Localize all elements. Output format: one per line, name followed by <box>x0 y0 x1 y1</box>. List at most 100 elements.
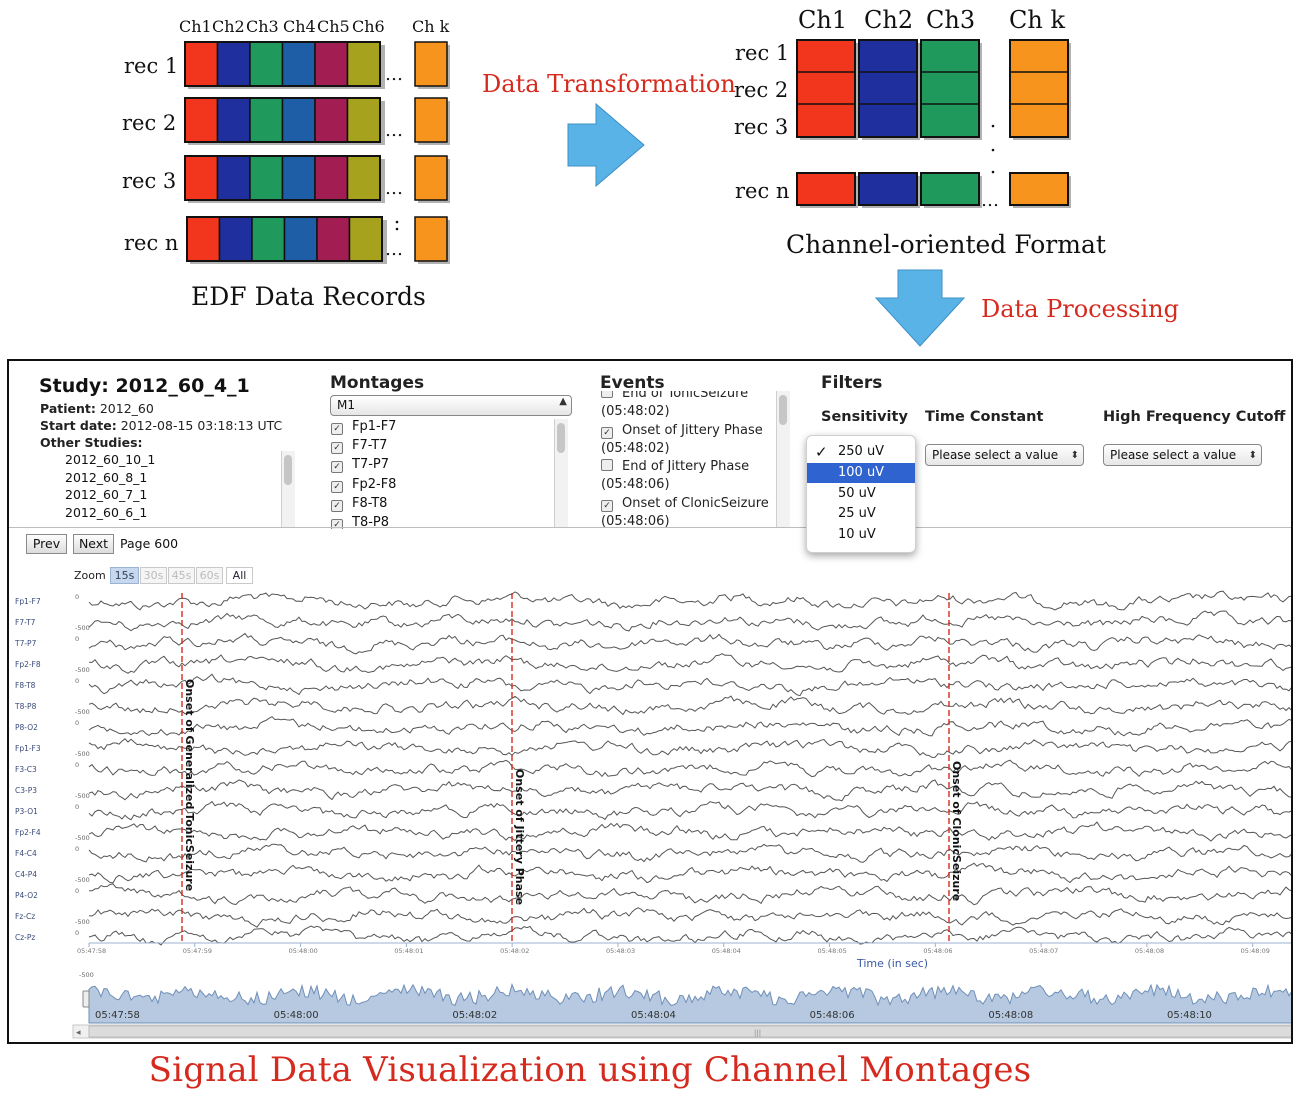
time-constant-select[interactable]: Please select a value⬍ <box>925 444 1084 466</box>
checkbox-checked-icon[interactable]: ✓ <box>331 499 343 512</box>
other-studies-list[interactable]: 2012_60_10_1 2012_60_8_1 2012_60_7_1 201… <box>65 451 285 527</box>
channel-cell <box>249 97 284 143</box>
channel-label: Fp1-F3 <box>15 744 41 753</box>
eeg-trace <box>88 843 1291 863</box>
study-link[interactable]: 2012_60_6_1 <box>65 504 148 520</box>
checkbox-icon[interactable] <box>601 391 613 398</box>
studies-scrollbar[interactable] <box>281 451 295 527</box>
channel-cell <box>314 97 349 143</box>
checkbox-checked-icon[interactable]: ✓ <box>601 499 613 512</box>
eeg-trace <box>88 653 1291 674</box>
event-item[interactable]: End of TonicSeizure <box>601 391 776 403</box>
sensitivity-dropdown[interactable]: ✓250 uV 100 uV 50 uV 25 uV 10 uV <box>806 435 916 553</box>
checkbox-icon[interactable] <box>601 459 613 472</box>
hfc-select[interactable]: Please select a value⬍ <box>1103 444 1262 466</box>
y-tick-label: 0 <box>75 803 79 811</box>
edf-ch-header: Ch1 <box>179 17 212 36</box>
record-n-block <box>796 172 856 206</box>
channel-label: P3-O1 <box>15 807 38 816</box>
channel-cell <box>316 216 351 262</box>
study-link[interactable]: 2012_60_7_1 <box>65 487 148 502</box>
eeg-trace <box>88 862 1291 884</box>
data-transformation-label: Data Transformation <box>482 70 736 98</box>
checkbox-checked-icon[interactable]: ✓ <box>601 426 613 439</box>
event-item[interactable]: ✓Onset of Jittery Phase <box>601 422 776 440</box>
channel-k-cell <box>414 216 448 262</box>
events-scrollbar[interactable] <box>776 391 790 527</box>
sensitivity-option[interactable]: ✓250 uV <box>815 443 885 461</box>
study-link[interactable]: 2012_60_8_1 <box>65 469 148 485</box>
checkbox-checked-icon[interactable]: ✓ <box>331 519 343 529</box>
select-arrows-icon: ▲ <box>559 396 567 407</box>
event-item[interactable]: End of Jittery Phase <box>601 458 776 476</box>
sensitivity-label: Sensitivity <box>821 409 908 425</box>
channel-cell <box>281 41 316 87</box>
checkbox-checked-icon[interactable]: ✓ <box>331 442 343 455</box>
zoom-45s-button[interactable]: 45s <box>168 567 195 584</box>
navigator-tick-label: 05:48:02 <box>452 1010 497 1021</box>
eeg-trace <box>88 673 1291 697</box>
prev-button[interactable]: Prev <box>26 534 67 554</box>
y-tick-label: 0 <box>75 761 79 769</box>
montages-title: Montages <box>330 373 425 393</box>
zoom-all-button[interactable]: All <box>226 567 253 584</box>
channel-k-cell <box>414 155 448 201</box>
montage-channel-list: ✓Fp1-F7 ✓F7-T7 ✓T7-P7 ✓Fp2-F8 ✓F8-T8 ✓T8… <box>331 417 561 529</box>
sensitivity-option-highlighted[interactable]: 100 uV <box>807 463 915 483</box>
zoom-60s-button[interactable]: 60s <box>196 567 223 584</box>
channel-column <box>858 39 920 208</box>
zoom-15s-button[interactable]: 15s <box>110 567 139 584</box>
montage-select[interactable]: M1▲ <box>330 395 572 416</box>
zoom-30s-button[interactable]: 30s <box>140 567 167 584</box>
channel-cell <box>314 41 349 87</box>
ellipsis: … <box>385 178 403 199</box>
header-divider <box>9 527 1291 528</box>
channel-format-caption: Channel-oriented Format <box>786 230 1106 259</box>
visualization-caption: Signal Data Visualization using Channel … <box>148 1050 1032 1090</box>
channel-label: Fp2-F4 <box>15 828 41 837</box>
montage-item[interactable]: ✓F7-T7 <box>331 436 561 455</box>
time-tick-label: 05:48:06 <box>923 947 952 955</box>
sensitivity-option[interactable]: 25 uV <box>838 506 876 521</box>
dot <box>991 170 995 174</box>
start-date-row: Start date: 2012-08-15 03:18:13 UTC <box>40 418 282 433</box>
data-processing-label: Data Processing <box>981 295 1179 323</box>
start-date-label: Start date: <box>40 418 117 433</box>
hfc-label: High Frequency Cutoff <box>1103 409 1286 425</box>
montage-item[interactable]: ✓T8-P8 <box>331 513 561 529</box>
montage-item[interactable]: ✓T7-P7 <box>331 455 561 474</box>
y-tick-label: 0 <box>75 719 79 727</box>
channel-cell <box>314 155 349 201</box>
eeg-trace <box>88 779 1291 802</box>
montage-item[interactable]: ✓Fp1-F7 <box>331 417 561 436</box>
sensitivity-option[interactable]: 10 uV <box>838 527 876 542</box>
checkbox-checked-icon[interactable]: ✓ <box>331 480 343 493</box>
navigator-tick-label: 05:48:06 <box>810 1010 855 1021</box>
edf-record-row: … <box>184 155 450 203</box>
y-tick-label: -500 <box>75 918 90 926</box>
channel-cell <box>346 155 381 201</box>
montage-scrollbar[interactable] <box>554 419 568 527</box>
eeg-trace <box>88 738 1291 758</box>
montage-item[interactable]: ✓F8-T8 <box>331 494 561 513</box>
channel-label: F7-T7 <box>15 618 36 627</box>
cf-ch-header: Ch2 <box>864 6 913 34</box>
time-tick-label: 05:47:58 <box>77 947 106 955</box>
checkbox-checked-icon[interactable]: ✓ <box>331 461 343 474</box>
channel-cell <box>184 41 219 87</box>
sensitivity-option[interactable]: 50 uV <box>838 486 876 501</box>
study-link[interactable]: 2012_60_10_1 <box>65 452 156 467</box>
event-marker-label: Onset of Jittery Phase <box>513 769 526 905</box>
channel-label: Cz-Pz <box>15 933 35 942</box>
eeg-trace <box>88 632 1291 655</box>
edf-rec-label: rec n <box>124 231 178 255</box>
channel-label: P4-O2 <box>15 891 38 900</box>
event-item[interactable]: ✓Onset of ClonicSeizure <box>601 495 776 513</box>
dot <box>991 148 995 152</box>
checkbox-checked-icon[interactable]: ✓ <box>331 423 343 435</box>
next-button[interactable]: Next <box>73 534 114 554</box>
montage-item[interactable]: ✓Fp2-F8 <box>331 475 561 494</box>
cf-ch-header: Ch1 <box>798 6 847 34</box>
cf-ch-header: Ch3 <box>926 6 975 34</box>
channel-label: Fz-Cz <box>15 912 35 921</box>
